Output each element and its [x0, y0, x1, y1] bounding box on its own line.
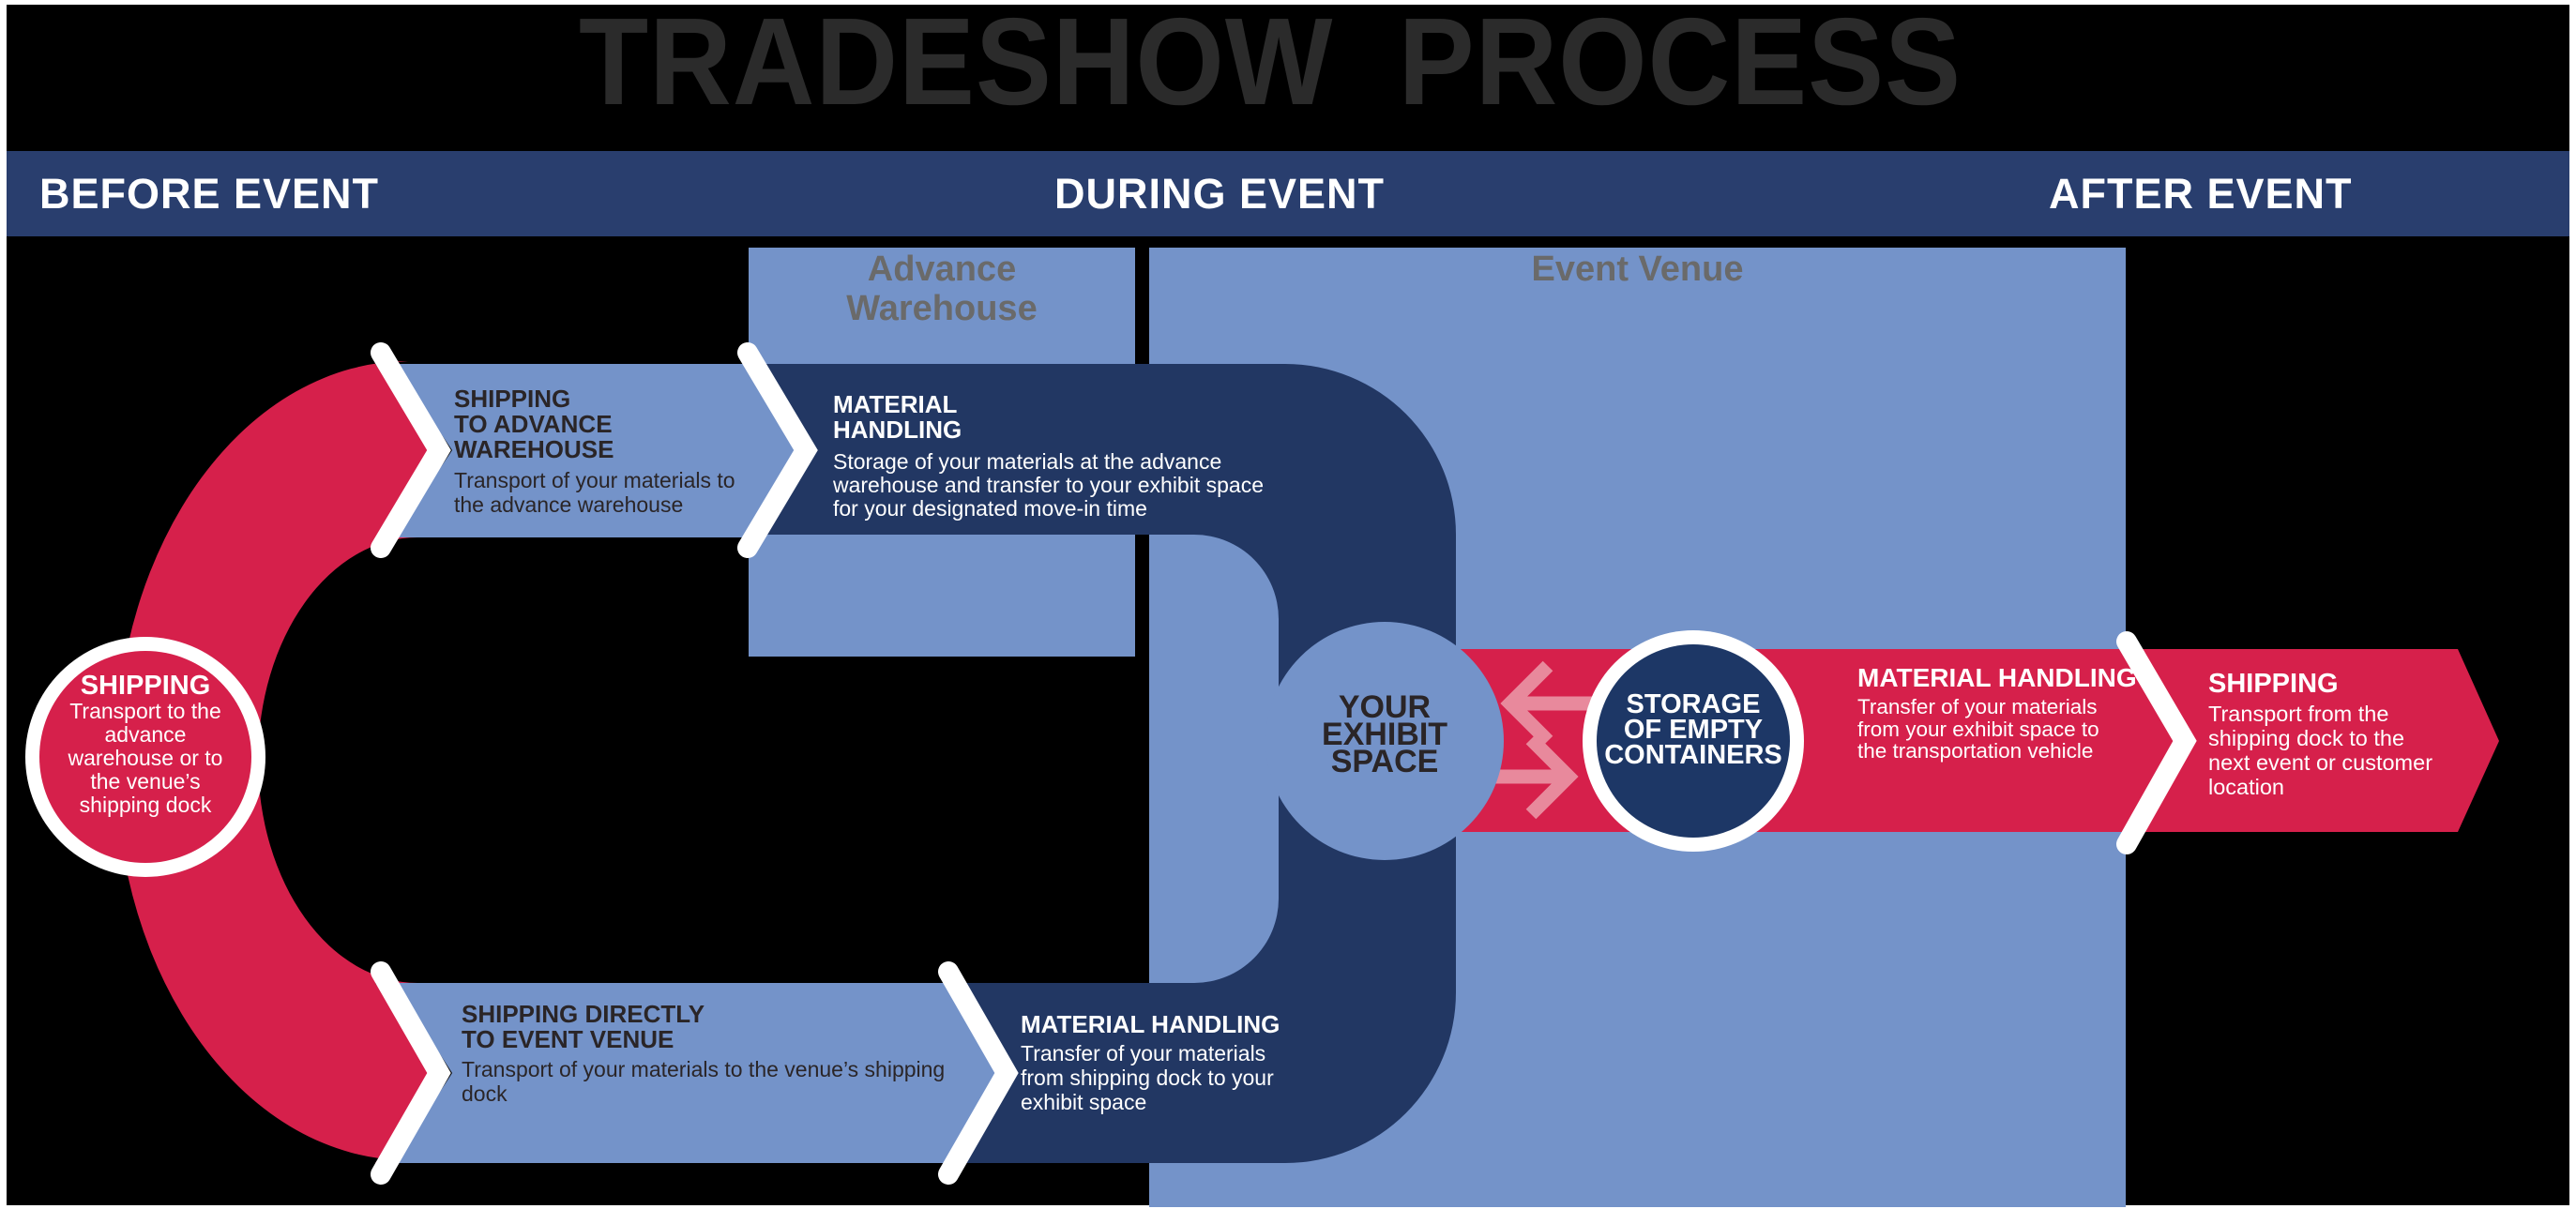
chevron-separator-3-icon	[371, 961, 451, 1185]
blue-arrow-shipping-to-warehouse	[394, 364, 814, 537]
phase-label-before-event: BEFORE EVENT	[39, 170, 380, 218]
step-material-handling-advance: MATERIAL HANDLING Storage of your materi…	[833, 392, 1283, 521]
exhibit-space-circle	[1265, 622, 1504, 860]
step-material-handling-dock: MATERIAL HANDLING Transfer of your mater…	[1021, 1011, 1340, 1114]
step-shipping-out: SHIPPING Transport from the shipping doc…	[2208, 670, 2490, 799]
node-storage-empty-containers: STORAGE OF EMPTY CONTAINERS	[1581, 689, 1806, 770]
step-material-handling-dock-title: MATERIAL HANDLING	[1021, 1010, 1280, 1038]
storage-circle	[1597, 644, 1790, 838]
step-shipping-out-title: SHIPPING	[2208, 669, 2339, 699]
node-your-exhibit-space: YOUR EXHIBIT SPACE	[1272, 689, 1497, 779]
chevron-separator-4-icon	[938, 961, 1019, 1185]
step-shipping-start-body: Transport to the advance warehouse or to…	[68, 699, 223, 817]
step-shipping-to-advance-warehouse: SHIPPING TO ADVANCE WAREHOUSE Transport …	[454, 385, 773, 518]
red-shipping-out-arrow	[2141, 649, 2499, 832]
zone-label-event-venue: Event Venue	[1531, 249, 1744, 289]
step-material-handling-dock-body: Transfer of your materials from shipping…	[1021, 1041, 1274, 1114]
step-material-handling-advance-title: MATERIAL HANDLING	[833, 390, 962, 444]
step-material-handling-out-body: Transfer of your materials from your exh…	[1857, 695, 2099, 763]
step-shipping-directly: SHIPPING DIRECTLY TO EVENT VENUE Transpo…	[462, 1000, 1006, 1107]
chevron-separator-right-icon	[2116, 631, 2197, 854]
step-material-handling-out: MATERIAL HANDLING Transfer of your mater…	[1857, 664, 2148, 763]
material-handling-loop-band	[758, 364, 1456, 1163]
step-shipping-start: SHIPPING Transport to the advance wareho…	[28, 672, 263, 817]
phase-header-bar	[7, 151, 2569, 236]
page-title: TRADESHOW PROCESS	[579, 0, 1962, 130]
pink-arrow-left-icon	[1500, 660, 1597, 747]
step-shipping-start-title: SHIPPING	[80, 671, 211, 701]
red-shipping-c-band	[115, 361, 437, 1163]
chevron-separator-2-icon	[737, 342, 818, 558]
step-material-handling-out-title: MATERIAL HANDLING	[1857, 663, 2137, 692]
phase-label-during-event: DURING EVENT	[1054, 170, 1386, 218]
step-material-handling-advance-body: Storage of your materials at the advance…	[833, 449, 1264, 521]
blue-arrow-shipping-directly	[394, 983, 1004, 1163]
step-shipping-to-advance-warehouse-body: Transport of your materials to the advan…	[454, 468, 735, 517]
node-your-exhibit-space-title: YOUR EXHIBIT SPACE	[1321, 689, 1448, 779]
step-shipping-to-advance-warehouse-title: SHIPPING TO ADVANCE WAREHOUSE	[454, 385, 614, 463]
step-shipping-directly-body: Transport of your materials to the venue…	[462, 1057, 946, 1106]
phase-label-after-event: AFTER EVENT	[2049, 170, 2353, 218]
step-shipping-directly-title: SHIPPING DIRECTLY TO EVENT VENUE	[462, 1000, 705, 1053]
node-storage-empty-containers-title: STORAGE OF EMPTY CONTAINERS	[1604, 689, 1782, 770]
zone-label-advance-warehouse: Advance Warehouse	[846, 249, 1038, 328]
step-shipping-out-body: Transport from the shipping dock to the …	[2208, 702, 2433, 799]
chevron-separator-1-icon	[371, 342, 451, 558]
shipping-circle	[39, 651, 251, 863]
